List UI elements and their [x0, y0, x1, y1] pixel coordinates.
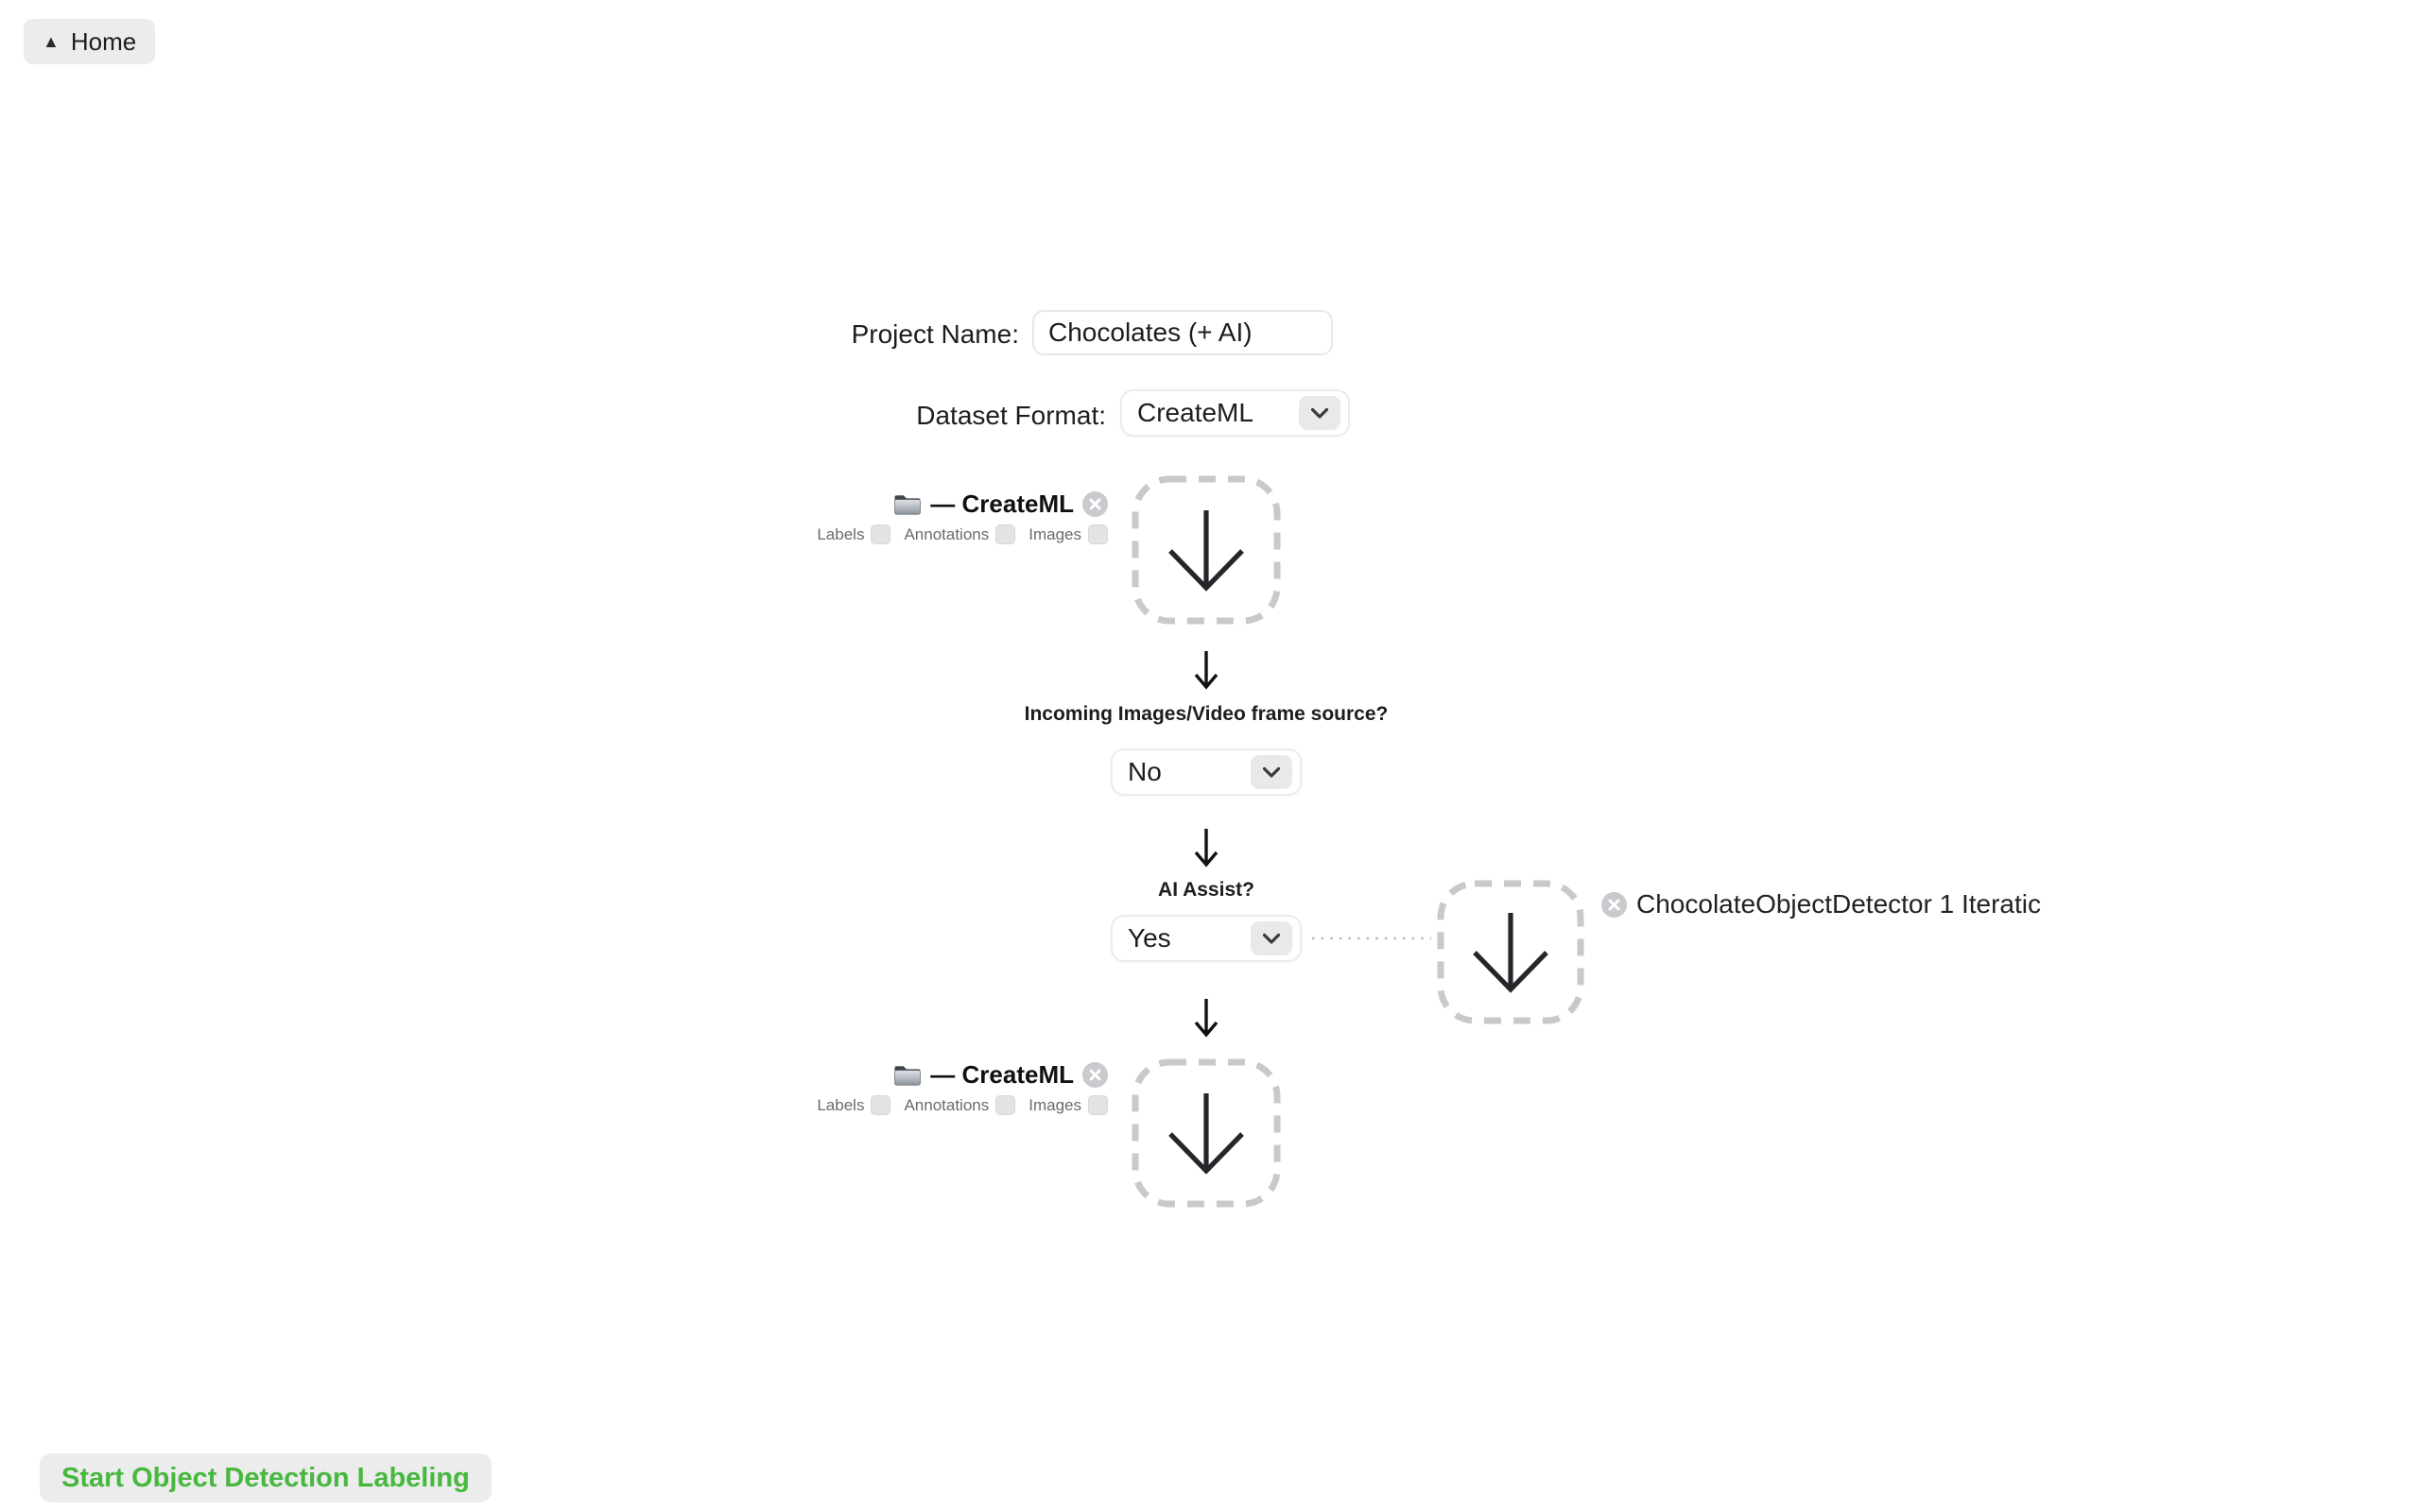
bottom-dataset-remove-button[interactable]	[1082, 1062, 1108, 1088]
start-labeling-button[interactable]: Start Object Detection Labeling	[40, 1453, 492, 1503]
x-icon	[1608, 899, 1620, 910]
top-labels-checkbox[interactable]	[871, 524, 891, 544]
ai-assist-value: Yes	[1128, 923, 1171, 953]
bottom-dataset-title: — CreateML	[930, 1060, 1074, 1089]
chevron-down-icon	[1262, 933, 1281, 944]
bottom-labels-checkbox-label: Labels	[817, 1095, 865, 1114]
incoming-source-value: No	[1128, 757, 1162, 786]
bottom-drop-zone[interactable]	[1132, 1058, 1281, 1208]
home-button[interactable]: ▲ Home	[24, 19, 156, 64]
model-label: ChocolateObjectDetector 1 Iteratic	[1636, 889, 2041, 919]
drop-zone-border	[1132, 1058, 1281, 1208]
bottom-annotations-checkbox-label: Annotations	[904, 1095, 990, 1114]
dataset-format-dropdown[interactable]: CreateML	[1120, 389, 1350, 437]
dataset-format-label: Dataset Format:	[916, 401, 1106, 430]
bottom-labels-checkbox[interactable]	[871, 1095, 891, 1115]
bottom-annotations-checkbox[interactable]	[995, 1095, 1016, 1115]
arrow-down-icon	[1168, 1093, 1244, 1175]
incoming-source-dropdown[interactable]: No	[1111, 748, 1302, 796]
model-chip: ChocolateObjectDetector 1 Iteratic	[1601, 889, 2041, 919]
ai-assist-chevron-button[interactable]	[1251, 921, 1292, 955]
top-drop-zone[interactable]	[1132, 475, 1281, 625]
dotted-connector	[1312, 936, 1431, 940]
top-images-checkbox-label: Images	[1028, 524, 1081, 543]
top-dataset-remove-button[interactable]	[1082, 491, 1108, 517]
chevron-down-icon	[1310, 407, 1329, 419]
chevron-down-icon	[1262, 766, 1281, 778]
top-dataset-card: — CreateML Labels Annotations Images	[813, 490, 1108, 544]
home-button-label: Home	[70, 26, 137, 56]
bottom-images-checkbox-label: Images	[1028, 1095, 1081, 1114]
triangle-up-icon: ▲	[43, 32, 60, 51]
dataset-format-chevron-button[interactable]	[1299, 396, 1340, 430]
incoming-source-chevron-button[interactable]	[1251, 755, 1292, 789]
x-icon	[1089, 1069, 1101, 1081]
start-labeling-label: Start Object Detection Labeling	[61, 1462, 470, 1493]
arrow-down-icon	[1473, 913, 1548, 993]
dataset-format-value: CreateML	[1137, 398, 1253, 427]
top-dataset-title: — CreateML	[930, 490, 1074, 518]
incoming-source-question: Incoming Images/Video frame source?	[1024, 703, 1389, 725]
x-icon	[1089, 498, 1101, 510]
flow-arrow-icon	[1194, 829, 1219, 868]
folder-icon	[894, 494, 922, 515]
project-name-label: Project Name:	[851, 319, 1019, 349]
model-remove-button[interactable]	[1601, 891, 1627, 918]
project-name-input[interactable]	[1032, 310, 1333, 355]
top-annotations-checkbox-label: Annotations	[904, 524, 990, 543]
bottom-images-checkbox[interactable]	[1088, 1095, 1108, 1115]
ai-assist-question: AI Assist?	[1158, 879, 1254, 901]
drop-zone-border	[1437, 880, 1584, 1024]
model-drop-zone[interactable]	[1437, 880, 1584, 1024]
top-labels-checkbox-label: Labels	[817, 524, 865, 543]
arrow-down-icon	[1168, 510, 1244, 592]
drop-zone-border	[1132, 475, 1281, 625]
ai-assist-dropdown[interactable]: Yes	[1111, 915, 1302, 962]
bottom-dataset-card: — CreateML Labels Annotations Images	[813, 1060, 1108, 1115]
top-annotations-checkbox[interactable]	[995, 524, 1016, 544]
top-images-checkbox[interactable]	[1088, 524, 1108, 544]
flow-arrow-icon	[1194, 651, 1219, 690]
folder-icon	[894, 1065, 922, 1086]
flow-arrow-icon	[1194, 999, 1219, 1038]
